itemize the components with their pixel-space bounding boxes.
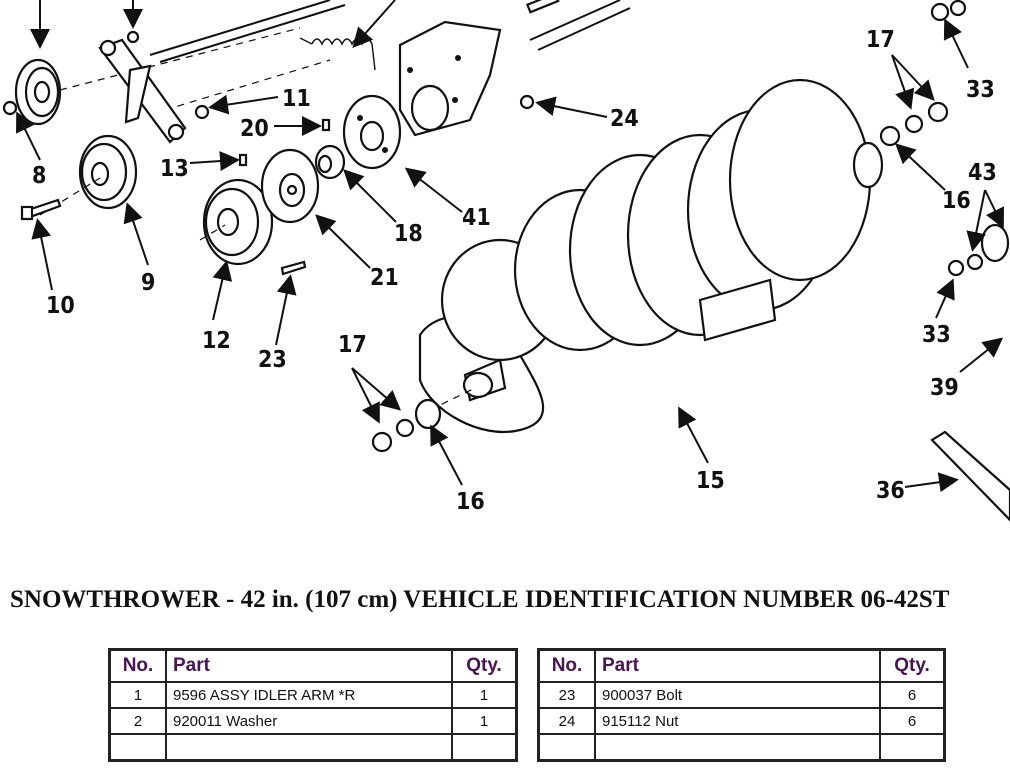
callout-36: 36 — [876, 478, 905, 504]
col-header-qty: Qty. — [879, 648, 946, 683]
callout-20: 20 — [240, 116, 269, 142]
parts-table-right: No. Part Qty. 23 900037 Bolt 6 24 915112… — [537, 648, 946, 762]
pulley-9 — [39, 134, 138, 216]
table-header-row: No. Part Qty. — [108, 648, 518, 683]
table-header-row: No. Part Qty. — [537, 648, 946, 683]
table-row: 1 9596 ASSY IDLER ARM *R 1 — [108, 681, 518, 709]
col-header-part: Part — [594, 648, 881, 683]
cell-part: 9596 ASSY IDLER ARM *R — [165, 681, 453, 709]
cell-qty: 1 — [451, 681, 518, 709]
leader-lines — [16, 0, 1005, 493]
callout-15: 15 — [696, 468, 725, 494]
table-row: 24 915112 Nut 6 — [537, 707, 946, 735]
callout-43: 43 — [968, 160, 997, 186]
bearing-18 — [314, 144, 346, 180]
idler-arm — [98, 30, 187, 144]
spring — [299, 37, 376, 71]
exploded-parts-diagram: 8 9 10 11 12 13 20 21 23 18 41 24 15 16 … — [2, 0, 1010, 522]
col-header-part: Part — [165, 648, 453, 683]
table-row — [537, 733, 946, 762]
cell-qty — [451, 733, 518, 762]
cell-qty — [879, 733, 946, 762]
callout-17b: 17 — [866, 27, 895, 53]
fitting-20 — [321, 118, 331, 132]
callout-33a: 33 — [966, 77, 995, 103]
diagram-title: SNOWTHROWER - 42 in. (107 cm) VEHICLE ID… — [10, 586, 950, 613]
cell-part — [165, 733, 453, 762]
cell-qty: 6 — [879, 681, 946, 709]
cell-part — [594, 733, 881, 762]
cell-no — [537, 733, 596, 762]
bearings-right — [852, 0, 1010, 277]
cell-no — [108, 733, 167, 762]
parts-table-left: No. Part Qty. 1 9596 ASSY IDLER ARM *R 1… — [108, 648, 518, 762]
cell-no: 1 — [108, 681, 167, 709]
col-header-no: No. — [108, 648, 167, 683]
upper-shaft — [59, 0, 631, 111]
callout-39: 39 — [930, 375, 959, 401]
bolt-10 — [20, 198, 62, 221]
callout-21: 21 — [370, 265, 399, 291]
callout-33b: 33 — [922, 322, 951, 348]
bearings-lower — [371, 398, 442, 453]
callout-10: 10 — [46, 293, 75, 319]
callout-8: 8 — [32, 163, 46, 189]
fitting-13 — [238, 153, 248, 167]
callout-12: 12 — [202, 328, 231, 354]
cell-qty: 6 — [879, 707, 946, 735]
callout-labels: 8 9 10 11 12 13 20 21 23 18 41 24 15 16 … — [32, 27, 997, 515]
callout-23: 23 — [258, 347, 287, 373]
flange-41 — [342, 94, 402, 170]
cell-no: 24 — [537, 707, 596, 735]
callout-16b: 16 — [942, 188, 971, 214]
table-row — [108, 733, 518, 762]
pulley-8 — [2, 58, 62, 126]
side-bracket — [398, 20, 502, 137]
nut-24 — [519, 94, 535, 110]
callout-18: 18 — [394, 221, 423, 247]
cell-part: 900037 Bolt — [594, 681, 881, 709]
nut-11 — [194, 104, 210, 120]
pulley-12 — [199, 178, 274, 266]
callout-9: 9 — [141, 270, 155, 296]
col-header-no: No. — [537, 648, 596, 683]
auger-15 — [418, 78, 872, 433]
cell-qty: 1 — [451, 707, 518, 735]
cell-no: 2 — [108, 707, 167, 735]
callout-13: 13 — [160, 156, 189, 182]
callout-16a: 16 — [456, 489, 485, 515]
bearing-plate-21 — [260, 148, 320, 224]
scraper-bar-36 — [930, 430, 1010, 522]
table-row: 23 900037 Bolt 6 — [537, 681, 946, 709]
callout-24: 24 — [610, 106, 639, 132]
cell-part: 915112 Nut — [594, 707, 881, 735]
callout-11: 11 — [282, 86, 311, 112]
bolt-23 — [280, 260, 307, 276]
callout-17a: 17 — [338, 332, 367, 358]
table-row: 2 920011 Washer 1 — [108, 707, 518, 735]
cell-part: 920011 Washer — [165, 707, 453, 735]
cell-no: 23 — [537, 681, 596, 709]
col-header-qty: Qty. — [451, 648, 518, 683]
callout-41: 41 — [462, 205, 491, 231]
